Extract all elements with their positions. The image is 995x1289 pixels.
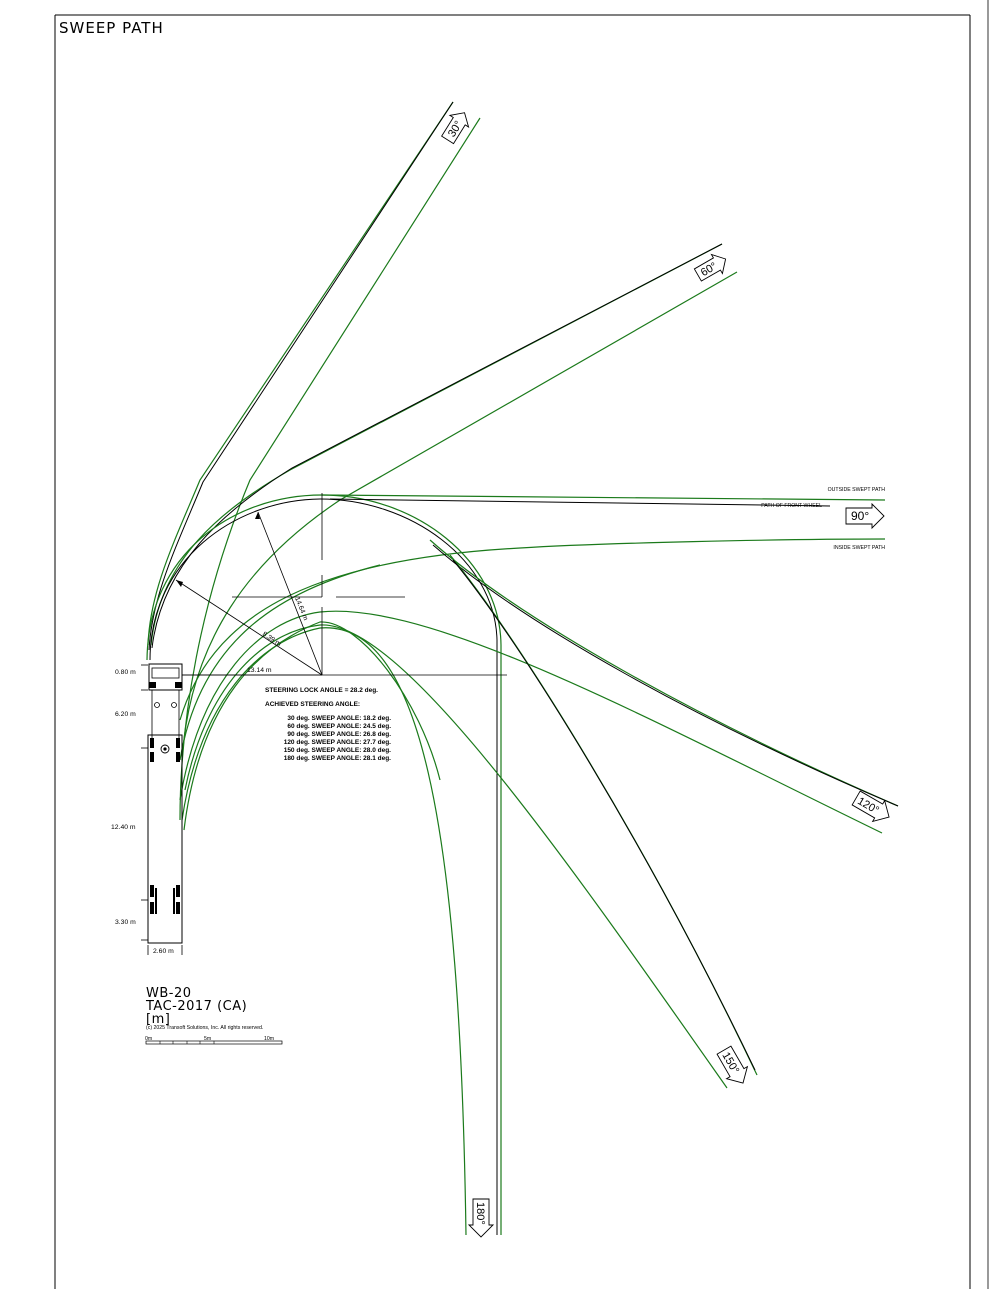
dim-8-39: 8.39 m bbox=[261, 631, 283, 648]
path-30-outer bbox=[147, 101, 454, 646]
outer-arc-green bbox=[146, 494, 502, 1235]
sweep-row-60: 60 deg. SWEEP ANGLE: 24.5 deg. bbox=[287, 723, 391, 730]
arrow-30: 30° bbox=[441, 112, 470, 145]
arrow-180: 180° bbox=[467, 1198, 495, 1238]
swept-paths bbox=[146, 101, 899, 1236]
path-120-inner bbox=[179, 610, 883, 834]
path-90-outer bbox=[321, 494, 886, 501]
achieved-steering: ACHIEVED STEERING ANGLE: bbox=[265, 701, 360, 708]
vehicle-wb20 bbox=[147, 663, 183, 944]
scale-10: 10m bbox=[264, 1036, 274, 1042]
dim-2-60: 2.60 m bbox=[153, 948, 174, 955]
copyright: (c) 2025 Transoft Solutions, Inc. All ri… bbox=[146, 1025, 263, 1031]
sweep-row-120: 120 deg. SWEEP ANGLE: 27.7 deg. bbox=[284, 739, 391, 746]
svg-text:90°: 90° bbox=[851, 509, 869, 523]
label-outside-swept-path: OUTSIDE SWEPT PATH bbox=[828, 487, 886, 493]
path-150-black bbox=[452, 559, 756, 1071]
steering-table: STEERING LOCK ANGLE = 28.2 deg. ACHIEVED… bbox=[265, 687, 391, 762]
page-title: SWEEP PATH bbox=[59, 19, 164, 37]
vehicle-legend: WB-20 TAC-2017 (CA) [m] (c) 2025 Transof… bbox=[145, 986, 283, 1045]
dim-3-30: 3.30 m bbox=[115, 919, 136, 926]
front-wheel-arc bbox=[149, 498, 498, 1235]
label-inside-swept-path: INSIDE SWEPT PATH bbox=[833, 545, 885, 551]
label-path-front-wheel: PATH OF FRONT WHEEL bbox=[761, 503, 822, 509]
arrow-120: 120° bbox=[851, 790, 890, 823]
dim-12-40: 12.40 m bbox=[111, 824, 136, 831]
vehicle-standard: TAC-2017 (CA) bbox=[145, 999, 247, 1014]
scale-5: 5m bbox=[204, 1036, 211, 1042]
path-90-front bbox=[329, 498, 831, 507]
path-90-inner bbox=[179, 538, 886, 721]
svg-text:180°: 180° bbox=[474, 1202, 486, 1225]
path-180-inner bbox=[181, 627, 467, 1236]
arrow-150: 150° bbox=[716, 1045, 749, 1084]
dim-13-14: 13.14 m bbox=[247, 667, 272, 674]
arrow-90: 90° bbox=[845, 502, 885, 530]
sweep-row-150: 150 deg. SWEEP ANGLE: 28.0 deg. bbox=[284, 747, 391, 754]
scale-0: 0m bbox=[145, 1036, 152, 1042]
path-180-inner2 bbox=[183, 621, 441, 831]
path-150-inner bbox=[184, 624, 728, 1089]
dim-6-20: 6.20 m bbox=[115, 711, 136, 718]
path-90-inner2 bbox=[179, 564, 381, 761]
path-30-inner bbox=[179, 117, 481, 821]
path-120-black bbox=[432, 544, 899, 807]
sweep-row-90: 90 deg. SWEEP ANGLE: 26.8 deg. bbox=[287, 731, 391, 738]
path-60-black bbox=[151, 243, 723, 649]
vehicle-units: [m] bbox=[146, 1012, 170, 1027]
construction-lines bbox=[175, 493, 507, 676]
vehicle-dimensions bbox=[141, 664, 183, 955]
sweep-row-180: 180 deg. SWEEP ANGLE: 28.1 deg. bbox=[284, 755, 391, 762]
path-120-outer bbox=[429, 539, 899, 807]
path-30-outer-black bbox=[148, 101, 454, 651]
sweep-row-30: 30 deg. SWEEP ANGLE: 18.2 deg. bbox=[287, 715, 391, 722]
path-60-inner bbox=[181, 271, 738, 761]
drawing-frame bbox=[54, 0, 989, 1289]
path-150-outer bbox=[449, 554, 758, 1076]
vehicle-name: WB-20 bbox=[146, 986, 192, 1001]
steering-lock: STEERING LOCK ANGLE = 28.2 deg. bbox=[265, 687, 378, 694]
dim-0-80: 0.80 m bbox=[115, 669, 136, 676]
